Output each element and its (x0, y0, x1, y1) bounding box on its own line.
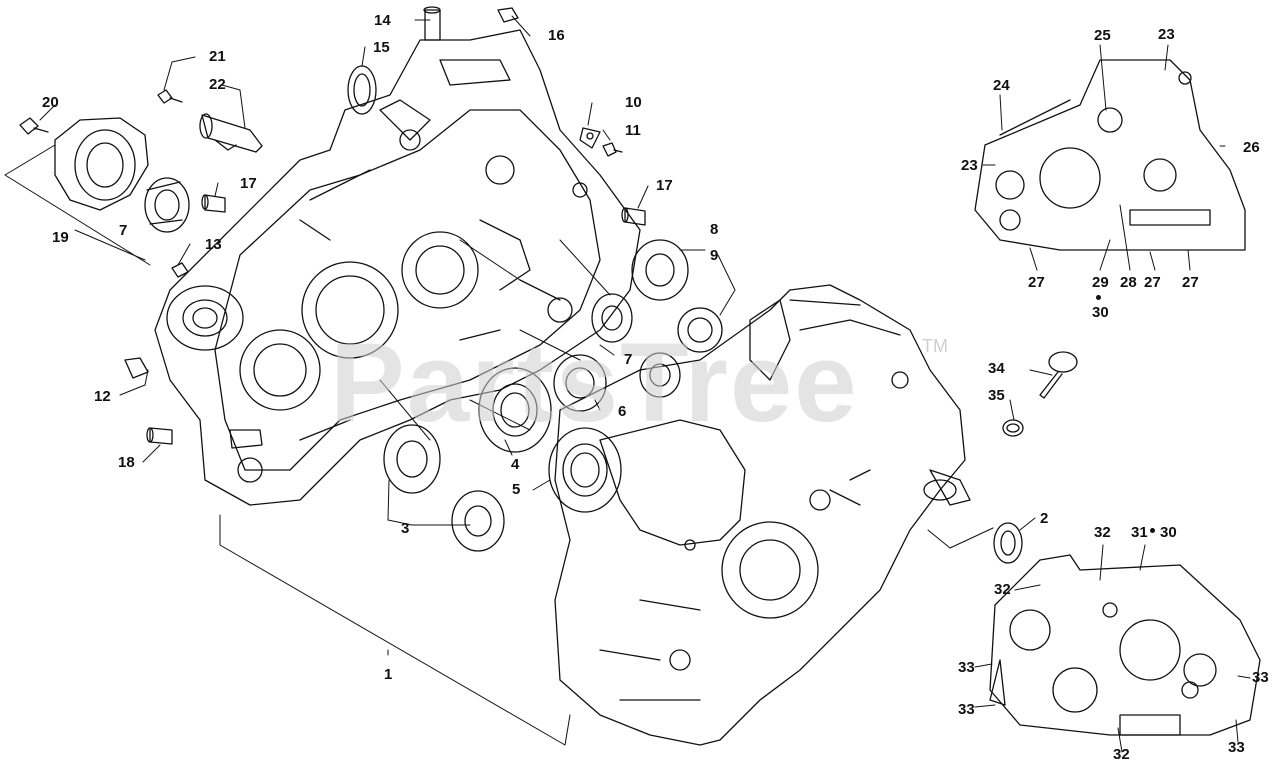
callout-20: 20 (42, 94, 59, 111)
cap-16 (498, 8, 518, 22)
callout-3: 3 (401, 520, 410, 537)
callout-15: 15 (373, 39, 390, 56)
callout-19: 19 (52, 229, 69, 246)
bearing-8 (632, 240, 688, 300)
callout-33-upper-left: 33 (958, 659, 975, 676)
callout-14: 14 (374, 12, 391, 29)
dowel-pins (147, 195, 645, 444)
seal-2 (994, 523, 1022, 563)
watermark: PartsTree (330, 320, 859, 445)
callout-33-bottom: 33 (1228, 739, 1245, 756)
callout-35: 35 (988, 387, 1005, 404)
callout-23-top: 23 (1158, 26, 1175, 43)
bearing-7-center (592, 294, 632, 342)
bolt-11 (603, 143, 622, 156)
dot-marker-30 (1096, 295, 1101, 300)
shaft-22 (200, 114, 262, 152)
callout-33-right: 33 (1252, 669, 1269, 686)
bearing-7-right (640, 353, 680, 397)
callout-22: 22 (209, 76, 226, 93)
inset-top-right (975, 60, 1245, 250)
bracket-10 (580, 128, 600, 148)
callout-30-bottom: 30 (1160, 524, 1177, 541)
inset-bottom-right (990, 555, 1260, 735)
bearing-9 (678, 308, 722, 352)
callout-32-left: 32 (994, 581, 1011, 598)
callout-32-top: 32 (1094, 524, 1111, 541)
trademark-symbol: TM (922, 336, 948, 356)
callout-23-left: 23 (961, 157, 978, 174)
callout-7-left: 7 (119, 222, 128, 239)
callout-10: 10 (625, 94, 642, 111)
seal-15 (348, 66, 376, 114)
callout-27-left: 27 (1028, 274, 1045, 291)
dipstick-34 (1040, 352, 1077, 398)
callout-28: 28 (1120, 274, 1137, 291)
callout-6: 6 (618, 403, 627, 420)
callout-5: 5 (512, 481, 521, 498)
plug-12 (125, 358, 148, 378)
callout-29: 29 (1092, 274, 1109, 291)
callout-16: 16 (548, 27, 565, 44)
callout-33-lower-left: 33 (958, 701, 975, 718)
callout-12: 12 (94, 388, 111, 405)
bearing-3-upper (384, 425, 440, 493)
callout-27-right: 27 (1182, 274, 1199, 291)
callout-11: 11 (625, 122, 641, 139)
callout-2: 2 (1040, 510, 1049, 527)
callout-9: 9 (710, 247, 719, 264)
callout-4: 4 (511, 456, 520, 473)
seal-housing (167, 286, 243, 350)
callout-34: 34 (988, 360, 1005, 377)
callout-26: 26 (1243, 139, 1260, 156)
callout-7-center: 7 (624, 351, 633, 368)
dot-marker-31 (1150, 528, 1155, 533)
callout-25: 25 (1094, 27, 1111, 44)
bearing-6 (554, 355, 606, 411)
callout-30-top: 30 (1092, 304, 1109, 321)
callout-21: 21 (209, 48, 226, 65)
right-crankcase-half (555, 285, 970, 745)
bearing-7-upper-left (145, 178, 189, 232)
callout-32-bottom: 32 (1113, 746, 1130, 763)
housing-19 (55, 118, 148, 210)
callout-24: 24 (993, 77, 1010, 94)
callout-8: 8 (710, 221, 719, 238)
callout-17-left: 17 (240, 175, 257, 192)
bearing-3-lower (452, 491, 504, 551)
callout-17-right: 17 (656, 177, 673, 194)
leader-lines (5, 16, 1250, 752)
bolt-20 (20, 118, 48, 134)
left-crankcase-half (155, 30, 640, 505)
bearing-5 (549, 428, 621, 512)
callout-13: 13 (205, 236, 222, 253)
o-ring-35 (1003, 420, 1023, 436)
callout-1: 1 (384, 666, 393, 683)
pin-14 (424, 7, 440, 40)
callout-18: 18 (118, 454, 135, 471)
callout-27-center: 27 (1144, 274, 1161, 291)
bearing-4 (479, 368, 551, 452)
callout-31: 31 (1131, 524, 1148, 541)
bolt-21 (158, 90, 182, 103)
